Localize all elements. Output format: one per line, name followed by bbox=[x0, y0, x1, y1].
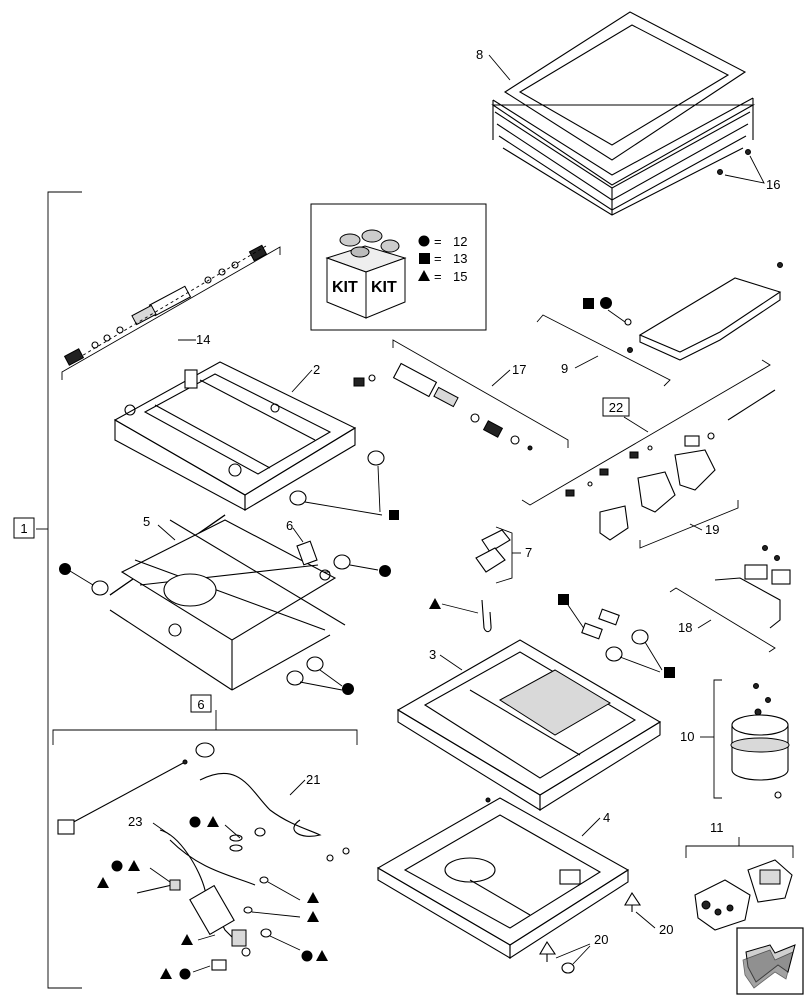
scissor-mechanism-part-5 bbox=[109, 514, 346, 691]
circle-marker-icon bbox=[179, 968, 191, 980]
callout-19[interactable]: 19 bbox=[705, 522, 719, 537]
square-marker-icon bbox=[583, 298, 594, 309]
control-module-part-11 bbox=[694, 859, 793, 931]
pin-part-6 bbox=[296, 540, 318, 566]
callout-6-box[interactable]: 6 bbox=[190, 694, 212, 713]
svg-text:15: 15 bbox=[453, 269, 467, 284]
square-marker-icon bbox=[664, 667, 675, 678]
kit-box-icon: KIT KIT bbox=[325, 229, 407, 319]
callout-3[interactable]: 3 bbox=[429, 647, 436, 662]
triangle-marker-icon bbox=[316, 950, 328, 961]
svg-text:KIT: KIT bbox=[332, 279, 358, 296]
air-spring-part-10 bbox=[730, 683, 790, 799]
callout-22-box[interactable]: 22 bbox=[602, 397, 630, 417]
callout-7[interactable]: 7 bbox=[525, 545, 532, 560]
handle-parts-19 bbox=[599, 435, 716, 541]
svg-text:6: 6 bbox=[197, 697, 204, 712]
rod-part bbox=[57, 742, 215, 835]
callout-9[interactable]: 9 bbox=[561, 361, 568, 376]
assembly-bracket-1 bbox=[36, 191, 82, 989]
svg-text:13: 13 bbox=[453, 251, 467, 266]
kit-legend-box: KIT KIT = 12 = 13 = 15 bbox=[310, 203, 487, 331]
circle-marker-icon bbox=[189, 816, 201, 828]
bellows-boot-part bbox=[491, 11, 756, 216]
callout-18[interactable]: 18 bbox=[678, 620, 692, 635]
triangle-marker-icon bbox=[307, 911, 319, 922]
callout-21[interactable]: 21 bbox=[306, 772, 320, 787]
callout-20-right[interactable]: 20 bbox=[659, 922, 673, 937]
lower-frame-part-3 bbox=[396, 639, 662, 811]
triangle-marker-icon bbox=[307, 892, 319, 903]
callout-10[interactable]: 10 bbox=[680, 729, 694, 744]
circle-symbol-icon bbox=[418, 235, 430, 247]
circle-marker-icon bbox=[379, 565, 391, 577]
foot-parts-20 bbox=[539, 891, 642, 974]
clip-part-7 bbox=[475, 529, 511, 573]
circle-marker-icon bbox=[301, 950, 313, 962]
triangle-marker-icon bbox=[128, 860, 140, 871]
next-page-arrow-icon[interactable] bbox=[736, 927, 804, 995]
svg-text:KIT: KIT bbox=[371, 279, 397, 296]
triangle-marker-icon bbox=[181, 934, 193, 945]
circle-marker-icon bbox=[342, 683, 354, 695]
cable-part-21 bbox=[199, 773, 350, 862]
circle-marker-icon bbox=[59, 563, 71, 575]
shock-part-17 bbox=[353, 362, 533, 451]
callout-14[interactable]: 14 bbox=[196, 332, 210, 347]
callout-11[interactable]: 11 bbox=[710, 820, 724, 835]
svg-text:1: 1 bbox=[20, 521, 27, 536]
callout-1[interactable]: 1 bbox=[13, 517, 35, 539]
callout-16[interactable]: 16 bbox=[766, 177, 780, 192]
triangle-marker-icon bbox=[97, 877, 109, 888]
svg-text:=: = bbox=[434, 269, 442, 284]
callout-17[interactable]: 17 bbox=[512, 362, 526, 377]
spring-clip-part bbox=[481, 599, 492, 633]
triangle-marker-icon bbox=[160, 968, 172, 979]
callout-4[interactable]: 4 bbox=[603, 810, 610, 825]
callout-20-bottom[interactable]: 20 bbox=[594, 932, 608, 947]
seat-adjust-parts-22 bbox=[565, 389, 776, 497]
square-marker-icon bbox=[389, 510, 399, 520]
kit-markers-left bbox=[97, 816, 328, 980]
circle-marker-icon bbox=[111, 860, 123, 872]
callout-5[interactable]: 5 bbox=[143, 514, 150, 529]
bushing-pins bbox=[581, 608, 649, 662]
svg-text:=: = bbox=[434, 234, 442, 249]
valve-actuator-part-23 bbox=[159, 829, 256, 957]
bushing-parts bbox=[289, 450, 385, 506]
callout-6[interactable]: 6 bbox=[286, 518, 293, 533]
triangle-marker-icon bbox=[429, 598, 441, 609]
svg-text:12: 12 bbox=[453, 234, 467, 249]
screw-part-16 bbox=[717, 149, 751, 175]
square-symbol-icon bbox=[419, 253, 430, 264]
square-marker-icon bbox=[558, 594, 569, 605]
callout-23[interactable]: 23 bbox=[128, 814, 142, 829]
circle-marker-icon bbox=[600, 297, 612, 309]
callout-8[interactable]: 8 bbox=[476, 47, 483, 62]
triangle-symbol-icon bbox=[418, 270, 430, 281]
lever-part-18 bbox=[714, 545, 791, 629]
upper-frame-part-2 bbox=[113, 361, 357, 511]
svg-text:22: 22 bbox=[609, 400, 623, 415]
bushing-parts-5 bbox=[91, 554, 351, 686]
bracket-part-9 bbox=[624, 262, 783, 361]
base-plate-part-4 bbox=[376, 797, 630, 960]
svg-text:=: = bbox=[434, 251, 442, 266]
triangle-marker-icon bbox=[207, 816, 219, 827]
callout-2[interactable]: 2 bbox=[313, 362, 320, 377]
shock-absorber-part-14 bbox=[63, 244, 268, 366]
